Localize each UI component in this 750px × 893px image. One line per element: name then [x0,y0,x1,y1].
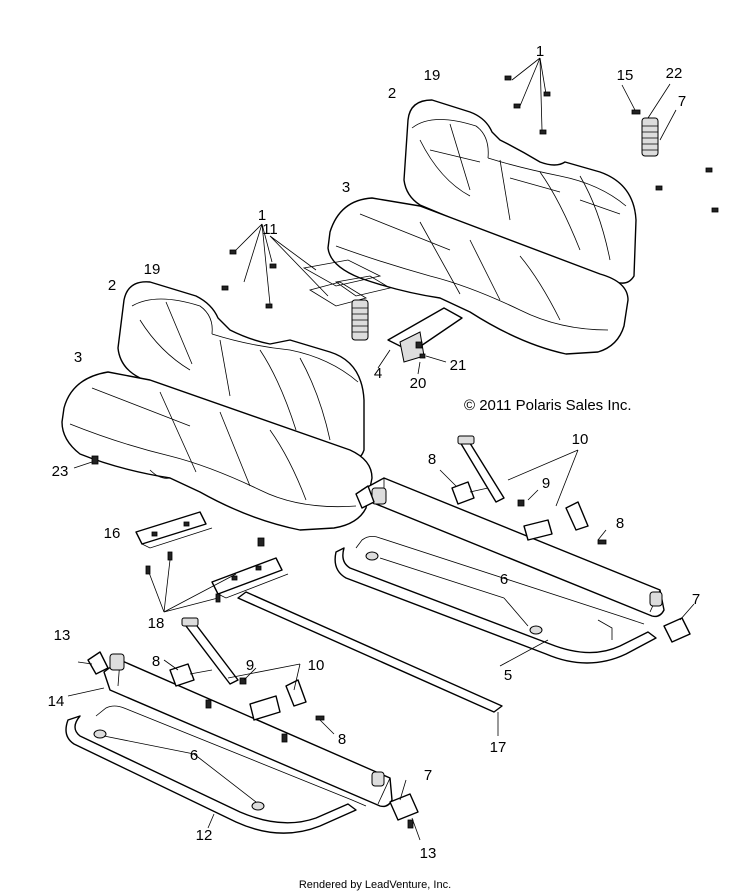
callout-1: 1 [536,43,544,60]
callout-13: 13 [420,845,437,862]
callout-7: 7 [678,93,686,110]
render-credit: Rendered by LeadVenture, Inc. [299,879,451,891]
callout-2: 2 [388,85,396,102]
copyright-text: © 2011 Polaris Sales Inc. [464,397,632,414]
callout-19: 19 [144,261,161,278]
latch-spring-hardware [621,83,719,213]
callout-7: 7 [424,767,432,784]
callout-8: 8 [152,653,160,670]
callout-6: 6 [500,571,508,588]
callout-7: 7 [692,591,700,608]
callout-8: 8 [428,451,436,468]
rear-seatbelt-assembly [355,435,691,643]
callout-2: 2 [108,277,116,294]
callout-8: 8 [616,515,624,532]
screws-front-1 [221,223,277,309]
callout-23: 23 [52,463,69,480]
callout-4: 4 [374,365,382,382]
front-seat-frame [65,653,393,834]
callout-17: 17 [490,739,507,756]
rear-frame-leaders [379,449,695,667]
callout-21: 21 [450,357,467,374]
callout-16: 16 [104,525,121,542]
callout-18: 18 [148,615,165,632]
support-bar-17 [237,591,503,736]
callout-13: 13 [54,627,71,644]
callout-19: 19 [424,67,441,84]
callout-11: 11 [262,221,278,238]
decal-labels-11 [269,235,392,307]
callout-20: 20 [410,375,427,392]
callout-12: 12 [196,827,213,844]
callout-numbers: 1 19 2 3 15 22 7 1 11 19 2 3 4 20 21 23 … [48,43,701,862]
rear-seat-frame [334,477,665,664]
front-frame-leaders [67,659,421,841]
callout-10: 10 [308,657,325,674]
front-seat-cushion [61,371,373,531]
callout-15: 15 [617,67,634,84]
seat-brackets-16-18 [135,511,289,613]
callout-9: 9 [542,475,550,492]
callout-5: 5 [504,667,512,684]
seat-latch-bracket-4 [351,299,463,375]
front-seatbelt-assembly [87,617,419,821]
callout-9: 9 [246,657,254,674]
callout-1: 1 [258,207,266,224]
callout-8: 8 [338,731,346,748]
callout-10: 10 [572,431,589,448]
callout-3: 3 [342,179,350,196]
screws-rear-1 [504,57,551,135]
callout-3: 3 [74,349,82,366]
clip-23 [73,455,99,469]
callout-6: 6 [190,747,198,764]
callout-22: 22 [666,65,683,82]
callout-14: 14 [48,693,65,710]
